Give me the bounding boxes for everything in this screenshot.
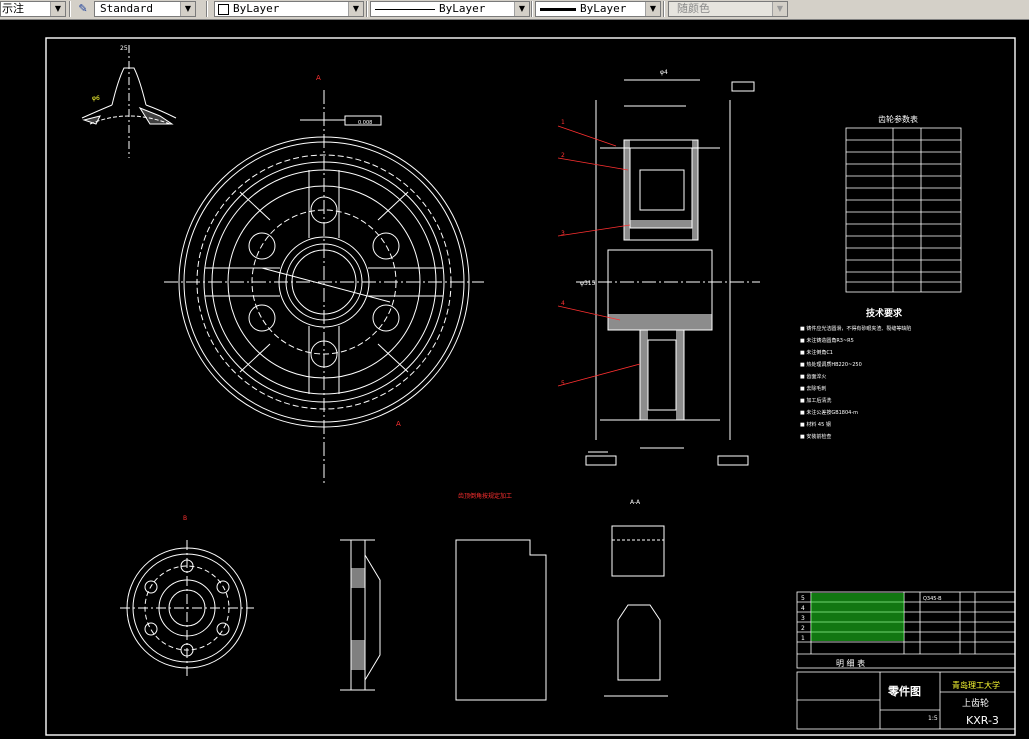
annotation-scale-label: 示注 — [2, 2, 24, 15]
section-label: A-A — [630, 499, 641, 506]
chevron-down-icon[interactable]: ▼ — [514, 2, 529, 16]
parts-list-title: 明 细 表 — [836, 658, 865, 668]
plot-style-value: 随颜色 — [677, 2, 710, 15]
tech-req-list: ■ 铸件应光洁圆滑，不得有砂眼夹渣、裂缝等缺陷 ■ 未注铸造圆角R3~R5 ■ … — [800, 325, 911, 440]
svg-text:Q345-B: Q345-B — [923, 596, 942, 602]
plot-style-combo: 随颜色 ▼ — [668, 1, 788, 17]
text-style-combo[interactable]: Standard ▼ — [94, 1, 196, 17]
drawing-border — [45, 37, 1016, 736]
tooth-note: φ6 — [92, 95, 100, 102]
linetype-combo[interactable]: ByLayer ▼ — [370, 1, 530, 17]
lineweight-preview — [540, 8, 576, 11]
gear-params-title: 齿轮参数表 — [878, 114, 918, 124]
key-section-view — [340, 539, 381, 691]
hub-view — [455, 539, 547, 701]
svg-text:■ 未注倒角C1: ■ 未注倒角C1 — [800, 349, 833, 356]
leader-4: 4 — [561, 300, 565, 307]
gear-params-table — [845, 127, 962, 293]
section-mark-a-bottom: A — [396, 420, 401, 428]
width-dim: φ4 — [660, 69, 668, 76]
color-value: ByLayer — [233, 2, 280, 15]
toolbar-separator — [531, 1, 533, 17]
text-style-icon: ✎ — [78, 2, 88, 15]
toolbar-separator — [366, 1, 368, 17]
leader-5: 5 — [561, 380, 565, 387]
tooth-dim-label: 25 — [120, 45, 128, 52]
text-style-value: Standard — [100, 2, 153, 15]
svg-text:■ 铸件应光洁圆滑，不得有砂眼夹渣、裂缝等缺陷: ■ 铸件应光洁圆滑，不得有砂眼夹渣、裂缝等缺陷 — [800, 325, 911, 332]
parts-list-rows: 5 4 3 2 1 Q345-B — [801, 595, 942, 642]
svg-text:■ 未注铸造圆角R3~R5: ■ 未注铸造圆角R3~R5 — [800, 337, 854, 344]
properties-toolbar: 示注 ▼ ✎ Standard ▼ ByLayer ▼ ByLayer ▼ By… — [0, 0, 1029, 20]
section-hatching — [608, 140, 712, 420]
chevron-down-icon[interactable]: ▼ — [645, 2, 660, 16]
leader-2: 2 — [561, 152, 565, 159]
gear-section-view — [576, 79, 760, 466]
svg-text:■ 齿面淬火: ■ 齿面淬火 — [800, 373, 826, 380]
red-note: 齿顶倒角按规定加工 — [458, 492, 512, 500]
drawing-number: KXR-3 — [966, 714, 999, 727]
scale-value: 1:5 — [928, 715, 938, 722]
annotation-scale-combo[interactable]: 示注 ▼ — [0, 1, 66, 17]
tech-req-title: 技术要求 — [866, 307, 903, 319]
linetype-value: ByLayer — [439, 2, 486, 15]
diameter-dim: φ315 — [580, 280, 596, 287]
svg-text:■ 材料 45 钢: ■ 材料 45 钢 — [800, 421, 831, 428]
svg-text:1: 1 — [801, 635, 805, 642]
toolbar-separator — [206, 1, 208, 17]
toolbar-separator — [69, 1, 71, 17]
gear-front-view — [164, 90, 484, 485]
leader-3: 3 — [561, 230, 565, 237]
tooth-detail-view — [81, 45, 177, 158]
detail-view — [604, 525, 668, 697]
svg-text:■ 去除毛刺: ■ 去除毛刺 — [800, 385, 826, 392]
svg-text:■ 热处理调质HB220~250: ■ 热处理调质HB220~250 — [800, 361, 862, 368]
section-mark-a-top: A — [316, 74, 321, 82]
svg-text:3: 3 — [801, 615, 805, 622]
linetype-preview — [375, 9, 435, 10]
chevron-down-icon: ▼ — [772, 2, 787, 16]
lineweight-combo[interactable]: ByLayer ▼ — [535, 1, 661, 17]
svg-text:■ 未注公差按GB1804-m: ■ 未注公差按GB1804-m — [800, 409, 858, 416]
svg-text:4: 4 — [801, 605, 805, 612]
toolbar-separator — [663, 1, 665, 17]
svg-text:2: 2 — [801, 625, 805, 632]
chevron-down-icon[interactable]: ▼ — [348, 2, 363, 16]
flange-view — [120, 540, 254, 676]
part-title: 上齿轮 — [962, 697, 989, 709]
part-name: 零件图 — [887, 684, 921, 698]
drawing-canvas[interactable]: 25 φ6 0.008 A A — [0, 20, 1029, 739]
chevron-down-icon[interactable]: ▼ — [180, 2, 195, 16]
parts-list-highlight — [811, 593, 904, 641]
title-block — [796, 671, 1016, 730]
color-swatch-icon — [218, 4, 229, 15]
lineweight-value: ByLayer — [580, 2, 627, 15]
part-leaders — [557, 125, 641, 387]
leader-1: 1 — [561, 119, 565, 126]
flange-view-label: B — [183, 515, 187, 522]
svg-text:■ 加工后清洗: ■ 加工后清洗 — [800, 397, 831, 404]
color-combo[interactable]: ByLayer ▼ — [214, 1, 364, 17]
university-name: 青岛理工大学 — [952, 680, 1000, 690]
chevron-down-icon[interactable]: ▼ — [50, 2, 65, 16]
flatness-callout: 0.008 — [358, 120, 372, 126]
svg-text:■ 安装前检查: ■ 安装前检查 — [800, 433, 831, 440]
svg-text:5: 5 — [801, 595, 805, 602]
